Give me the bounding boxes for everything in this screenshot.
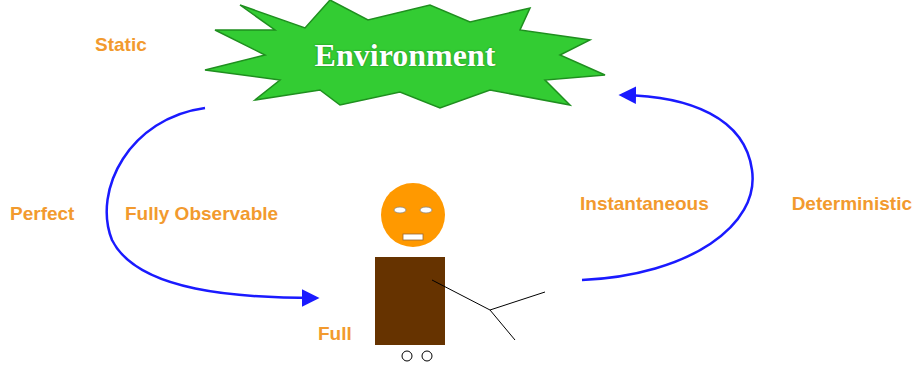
action-arrow: [582, 95, 753, 280]
property-label: Perfect: [10, 203, 74, 226]
agent-eye: [394, 207, 406, 213]
agent-arm: [432, 280, 490, 310]
property-label: Instantaneous: [580, 193, 709, 216]
node-title: Environment: [315, 37, 496, 74]
agent-wheel: [402, 351, 412, 361]
agent-arm: [490, 292, 545, 310]
starburst-shape: [205, 0, 605, 108]
agent-arm: [490, 310, 515, 340]
property-label: Full: [318, 323, 352, 346]
environment-starburst: Environment: [200, 0, 610, 110]
agent-wheel: [422, 351, 432, 361]
agent-eye: [420, 207, 432, 213]
agent-body: [375, 257, 445, 345]
property-label: Fully Observable: [125, 203, 278, 226]
perception-arrow: [107, 108, 316, 298]
agent-head: [381, 183, 445, 247]
property-label: Static: [95, 34, 147, 57]
property-label: Deterministic: [792, 193, 912, 216]
agent-mouth: [403, 234, 423, 240]
